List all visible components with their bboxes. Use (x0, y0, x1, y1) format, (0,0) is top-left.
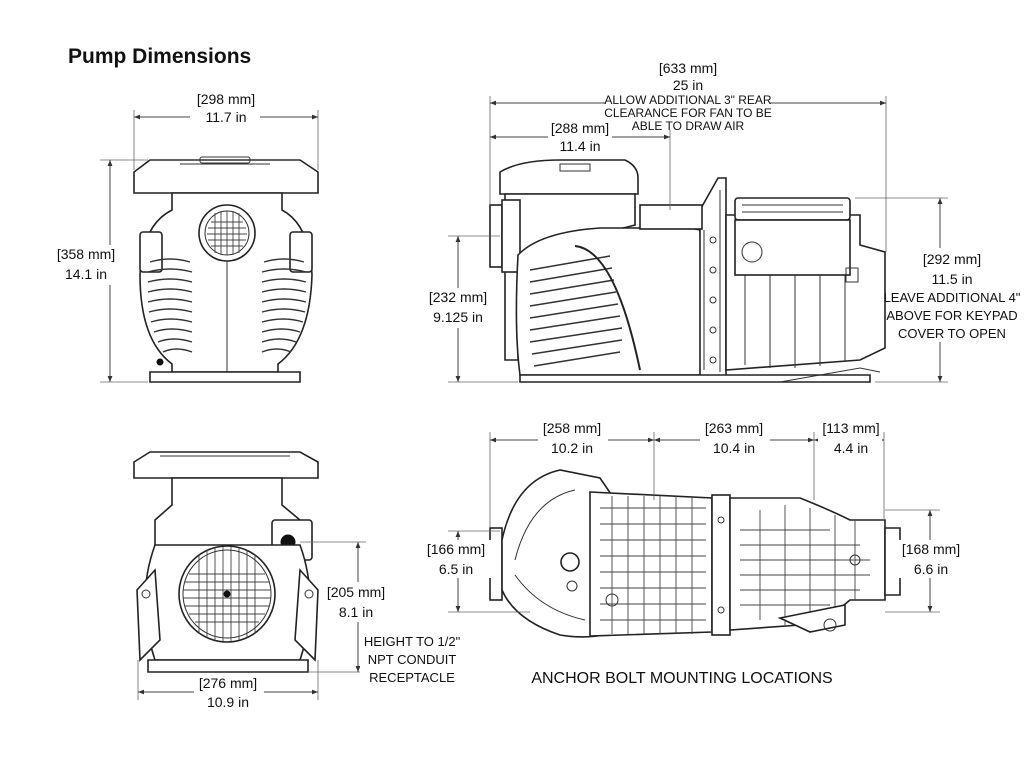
rear-clearance-note-2: CLEARANCE FOR FAN TO BE (604, 106, 772, 120)
base-width-in: 10.9 in (207, 694, 249, 710)
inlet-height-in: 9.125 in (433, 309, 483, 325)
rear-clearance-note-3: ABLE TO DRAW AIR (632, 119, 745, 133)
base-width-rear-in: 6.6 in (914, 561, 948, 577)
rear-clearance-note-1: ALLOW ADDITIONAL 3" REAR (604, 93, 772, 107)
strainer-length-in: 11.4 in (560, 138, 601, 154)
front-width-mm: [298 mm] (197, 91, 255, 107)
side-view-drawing (489, 159, 886, 383)
base-width-front-mm: [166 mm] (427, 541, 485, 557)
conduit-note-3: RECEPTACLE (369, 670, 455, 685)
front-height-mm: [358 mm] (57, 246, 115, 262)
base-width-front-in: 6.5 in (439, 561, 473, 577)
motor-height-mm: [292 mm] (923, 251, 981, 267)
keypad-note-2: ABOVE FOR KEYPAD (886, 308, 1017, 323)
motor-height-in: 11.5 in (932, 271, 973, 287)
bolt-spacing-3-in: 4.4 in (834, 440, 868, 456)
page-title: Pump Dimensions (68, 45, 251, 68)
conduit-note-2: NPT CONDUIT (368, 652, 457, 667)
conduit-height-in: 8.1 in (339, 604, 373, 620)
base-view-drawing (489, 469, 901, 638)
bolt-spacing-2-in: 10.4 in (713, 440, 755, 456)
strainer-length-mm: [288 mm] (551, 120, 609, 136)
front-height-in: 14.1 in (65, 266, 107, 282)
bolt-spacing-3-mm: [113 mm] (822, 420, 879, 436)
anchor-bolt-caption: ANCHOR BOLT MOUNTING LOCATIONS (531, 670, 832, 687)
keypad-note-3: COVER TO OPEN (898, 326, 1006, 341)
side-view: [633 mm] 25 in ALLOW ADDITIONAL 3" REAR … (424, 60, 1021, 383)
rear-view-drawing (133, 451, 319, 673)
side-length-in: 25 in (673, 77, 703, 93)
bolt-spacing-2-mm: [263 mm] (705, 420, 763, 436)
base-width-rear-mm: [168 mm] (902, 541, 960, 557)
inlet-height-mm: [232 mm] (429, 289, 487, 305)
front-view: [298 mm] 11.7 in [358 mm] 14.1 in (52, 91, 319, 383)
side-length-mm: [633 mm] (659, 60, 717, 76)
base-width-mm: [276 mm] (199, 675, 257, 691)
keypad-note-1: LEAVE ADDITIONAL 4" (884, 290, 1021, 305)
bolt-spacing-1-mm: [258 mm] (543, 420, 601, 436)
front-width-in: 11.7 in (206, 109, 247, 125)
rear-view: [205 mm] 8.1 in HEIGHT TO 1/2" NPT CONDU… (133, 451, 462, 711)
bolt-spacing-1-in: 10.2 in (551, 440, 593, 456)
base-view: [258 mm] 10.2 in [263 mm] 10.4 in [113 m… (424, 420, 964, 687)
conduit-height-mm: [205 mm] (327, 584, 385, 600)
conduit-note-1: HEIGHT TO 1/2" (364, 634, 461, 649)
front-view-drawing (133, 156, 319, 383)
